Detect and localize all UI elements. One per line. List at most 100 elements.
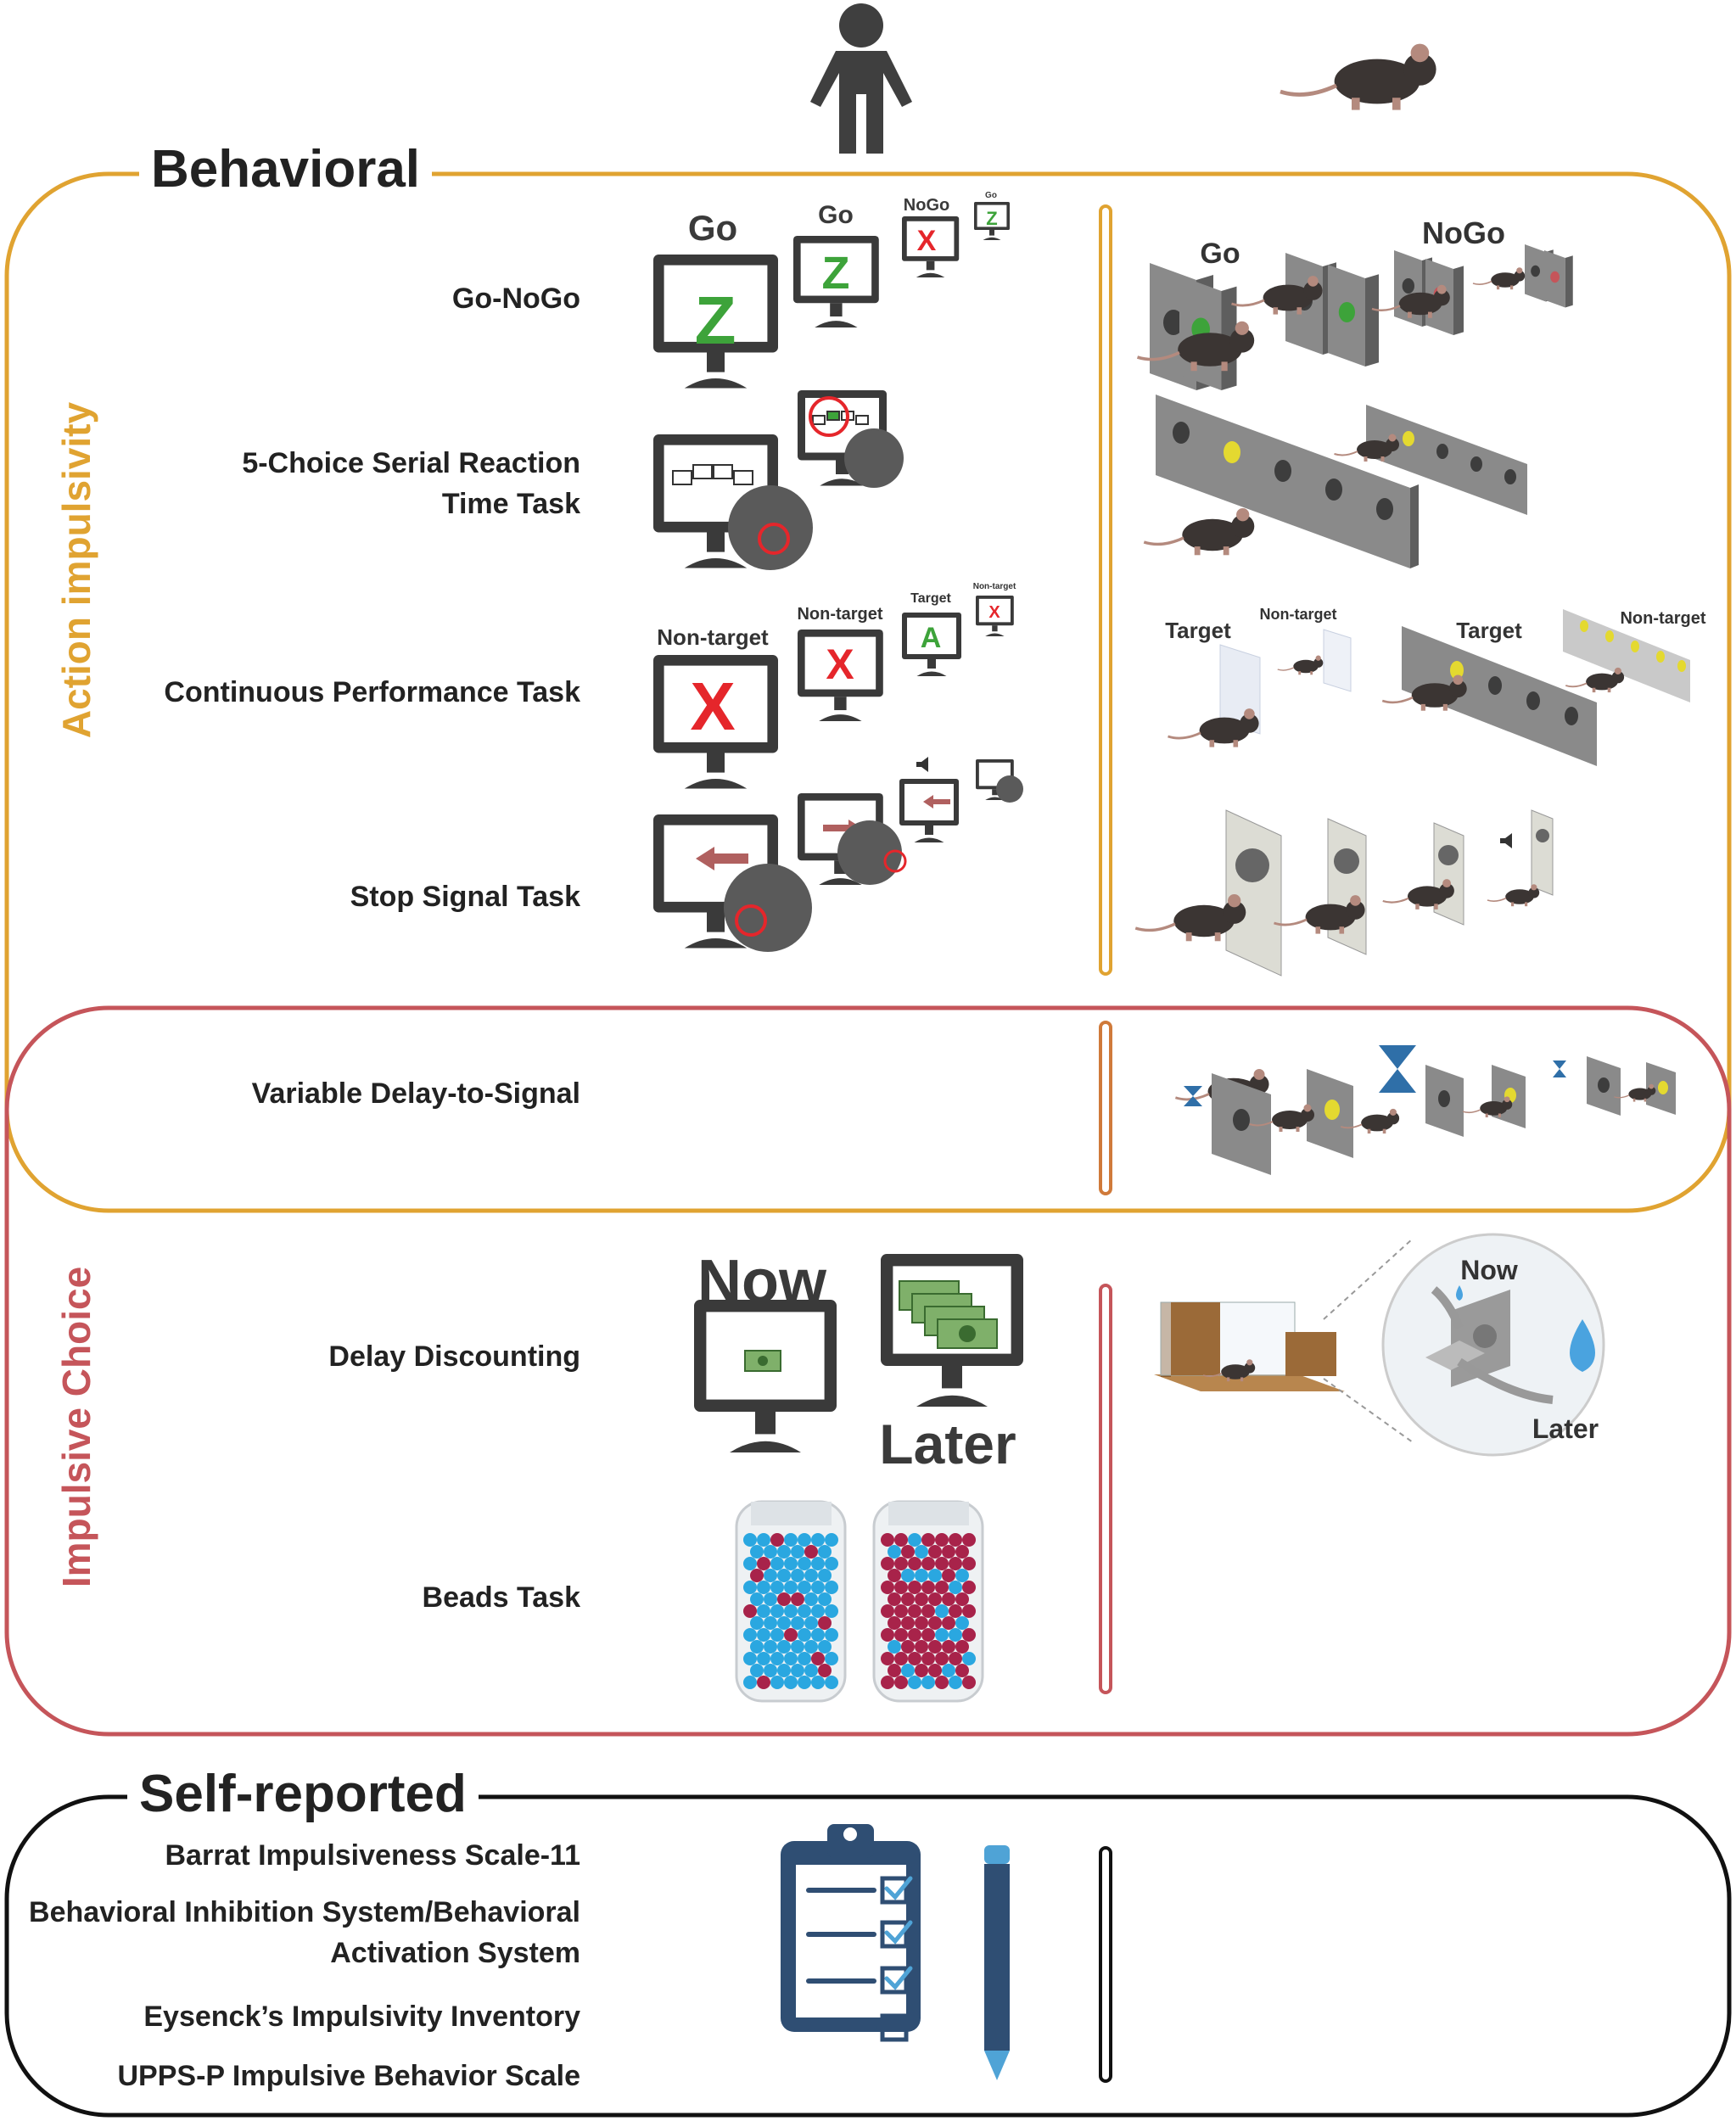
bead: [798, 1652, 811, 1665]
bead: [825, 1652, 838, 1665]
bead: [750, 1592, 764, 1606]
bead: [818, 1592, 832, 1606]
bead: [764, 1664, 777, 1677]
bead: [764, 1592, 777, 1606]
rodent-vds: [1173, 1045, 1676, 1175]
bead: [881, 1557, 894, 1570]
scale-upps: UPPS-P Impulsive Behavior Scale: [117, 2060, 581, 2092]
bead: [942, 1640, 955, 1654]
delay-discounting-rodent: Now Later: [1154, 1233, 1605, 1457]
svg-text:NoGo: NoGo: [1422, 215, 1505, 250]
bead: [881, 1533, 894, 1547]
bead: [818, 1545, 832, 1559]
bead: [770, 1557, 784, 1570]
bead: [811, 1581, 825, 1594]
svg-text:Go: Go: [688, 208, 737, 248]
go-nogo-human-monitors: Z Go Z Go X NoGo Z Go: [653, 191, 1010, 389]
bead: [743, 1604, 757, 1618]
bead: [811, 1533, 825, 1547]
svg-text:NoGo: NoGo: [904, 196, 949, 215]
svg-text:Z: Z: [822, 248, 850, 299]
bead: [928, 1569, 942, 1582]
bead: [894, 1676, 908, 1689]
human-icon: [810, 3, 912, 154]
svg-text:Target: Target: [1165, 618, 1231, 643]
bead: [818, 1616, 832, 1630]
bead: [949, 1676, 962, 1689]
mouse-icon: [1280, 44, 1436, 110]
bead: [949, 1628, 962, 1642]
scale-eysenck: Eysenck’s Impulsivity Inventory: [143, 2001, 580, 2033]
bead: [777, 1640, 791, 1654]
bead: [743, 1676, 757, 1689]
bead: [750, 1545, 764, 1559]
bead: [804, 1664, 818, 1677]
bead: [921, 1604, 935, 1618]
bead: [881, 1604, 894, 1618]
bead: [881, 1676, 894, 1689]
bead: [962, 1581, 976, 1594]
bead: [894, 1628, 908, 1642]
bead: [915, 1569, 928, 1582]
bead: [962, 1557, 976, 1570]
bead: [777, 1545, 791, 1559]
bead: [888, 1545, 901, 1559]
bead: [825, 1557, 838, 1570]
bead: [894, 1533, 908, 1547]
vds-separator: [1099, 1021, 1112, 1195]
bead: [901, 1592, 915, 1606]
bead: [811, 1676, 825, 1689]
bead: [818, 1569, 832, 1582]
bead: [777, 1664, 791, 1677]
bead: [825, 1581, 838, 1594]
bead: [915, 1616, 928, 1630]
bead: [928, 1664, 942, 1677]
bead: [949, 1557, 962, 1570]
bead: [791, 1569, 804, 1582]
bead: [908, 1652, 921, 1665]
svg-text:Target: Target: [1456, 618, 1522, 643]
bead: [811, 1652, 825, 1665]
bead: [894, 1604, 908, 1618]
bead: [777, 1569, 791, 1582]
delay-discounting-human: Now Later: [694, 1248, 1023, 1475]
bead: [962, 1604, 976, 1618]
bead: [784, 1604, 798, 1618]
bead: [804, 1616, 818, 1630]
bead: [962, 1652, 976, 1665]
bead: [750, 1616, 764, 1630]
bead: [770, 1581, 784, 1594]
bead: [921, 1533, 935, 1547]
bead: [750, 1640, 764, 1654]
svg-text:Z: Z: [986, 208, 997, 229]
bead: [743, 1557, 757, 1570]
bead: [935, 1581, 949, 1594]
bead: [942, 1616, 955, 1630]
bead: [798, 1557, 811, 1570]
clipboard-icon: [781, 1824, 921, 2042]
impulsive-choice-box: [4, 1005, 1732, 1737]
svg-text:Go: Go: [818, 201, 854, 229]
bead: [757, 1533, 770, 1547]
bead: [894, 1652, 908, 1665]
scale-bisbas-line2: Activation System: [330, 1937, 580, 1969]
bead: [770, 1676, 784, 1689]
svg-text:Go: Go: [985, 191, 997, 200]
bead: [825, 1628, 838, 1642]
bead: [784, 1581, 798, 1594]
svg-text:X: X: [917, 225, 937, 257]
bead: [757, 1628, 770, 1642]
bead: [784, 1652, 798, 1665]
bead: [949, 1581, 962, 1594]
bead: [784, 1533, 798, 1547]
action-separator: [1099, 204, 1112, 976]
bead: [750, 1664, 764, 1677]
bead: [935, 1533, 949, 1547]
bead: [915, 1640, 928, 1654]
svg-text:Non-target: Non-target: [973, 582, 1016, 591]
self-separator: [1099, 1846, 1112, 2083]
bead: [908, 1628, 921, 1642]
bead: [915, 1664, 928, 1677]
bead: [962, 1533, 976, 1547]
